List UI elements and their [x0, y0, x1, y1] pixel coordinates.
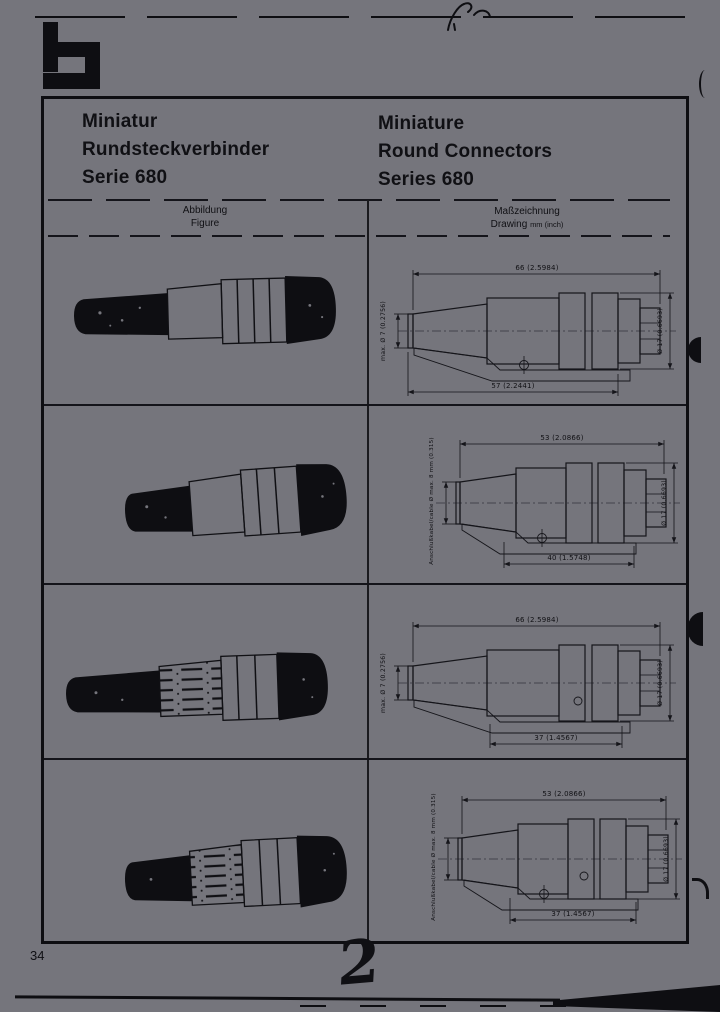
column-header-figure: Abbildung Figure	[42, 205, 368, 230]
dim-bottom: 57 (2.2441)	[491, 382, 534, 390]
title-english: Miniature Round Connectors Series 680	[378, 110, 552, 194]
knurled-ring	[240, 836, 302, 908]
title-en-line3: Series 680	[378, 169, 475, 190]
connector-photo-4	[124, 835, 347, 908]
dim-cable: Anschlußkabel/cable Ø max. 8 mm (0.315)	[428, 437, 435, 564]
row-separator-3	[44, 758, 686, 760]
knurl-section	[558, 644, 586, 722]
section-hatch	[463, 879, 639, 911]
binder-logo-icon	[43, 22, 100, 89]
dim-diameter: Ø 17 (0.6693)	[660, 480, 668, 526]
dim-bottom: 37 (1.4567)	[534, 734, 577, 742]
connector-body	[188, 473, 246, 537]
bottom-scan-blob	[553, 985, 720, 1012]
bottom-scan-line	[14, 995, 561, 1002]
connector-body	[166, 282, 224, 340]
drawing-col-en: Drawing	[490, 218, 528, 230]
technical-drawing-2: 53 (2.0866) Anschlußkabel/cable Ø max. 8…	[428, 434, 680, 568]
cable-boot	[66, 670, 161, 713]
dim-diameter: Ø 17 (0.6693)	[656, 660, 664, 706]
title-german: Miniatur Rundsteckverbinder Serie 680	[82, 108, 269, 192]
dim-diameter: Ø 17 (0.6693)	[662, 836, 670, 882]
figure-col-de: Abbildung	[182, 205, 228, 216]
dim-top: 66 (2.5984)	[515, 264, 558, 272]
page-frame	[41, 96, 689, 944]
title-de-line1: Miniatur	[82, 111, 158, 132]
dim-cable: max. Ø 7 (0.2756)	[379, 653, 387, 713]
binder-hole-shadow	[688, 612, 703, 646]
end-cap	[276, 652, 328, 721]
dim-top: 53 (2.0866)	[542, 790, 585, 798]
dim-cable: Anschlußkabel/cable Ø max. 8 mm (0.315)	[430, 793, 437, 920]
technical-drawing-1: 66 (2.5984) max. Ø 7 (0.2756) Ø 17 (0.66…	[379, 264, 676, 396]
knurled-ring	[239, 465, 302, 537]
dim-bottom: 37 (1.4567)	[551, 910, 594, 918]
handwriting-scribble-icon	[447, 2, 491, 31]
dim-bottom: 40 (1.5748)	[547, 554, 590, 562]
drawing-col-de: Maßzeichnung	[494, 206, 560, 217]
section-hatch	[413, 699, 631, 734]
connector-photo-3	[66, 652, 328, 721]
column-header-drawing: Maßzeichnung Drawing mm (inch)	[368, 206, 686, 231]
technical-drawing-3: 66 (2.5984) max. Ø 7 (0.2756) Ø 17 (0.66…	[379, 616, 676, 748]
title-de-line3: Serie 680	[82, 167, 168, 188]
binder-hole-shadow	[688, 337, 701, 363]
dim-cable: max. Ø 7 (0.2756)	[379, 301, 387, 361]
dim-top: 53 (2.0866)	[540, 434, 583, 442]
scan-mark	[699, 70, 711, 98]
page-number: 34	[30, 948, 45, 963]
title-en-line2: Round Connectors	[378, 141, 553, 162]
header-rule-top	[48, 199, 670, 201]
end-cap	[296, 835, 347, 908]
dim-top: 66 (2.5984)	[515, 616, 558, 624]
knurl-section	[558, 292, 586, 370]
figure-col-en: Figure	[190, 217, 220, 229]
header-rule-bottom	[48, 235, 670, 237]
end-cap	[296, 464, 347, 537]
cable-boot	[74, 293, 169, 336]
connector-photo-1	[74, 276, 336, 345]
drawing-col-en-wrap: Drawing mm (inch)	[368, 219, 686, 232]
cable-boot	[124, 855, 193, 902]
top-scan-line	[35, 16, 700, 18]
bottom-scan-dashes	[300, 1005, 720, 1007]
title-de-line2: Rundsteckverbinder	[82, 139, 270, 160]
connector-photo-2	[124, 464, 347, 537]
knurled-ring	[220, 653, 280, 721]
drawing-col-units: mm (inch)	[530, 219, 564, 229]
section-hatch	[461, 523, 637, 555]
cable-boot	[124, 485, 193, 532]
dim-diameter: Ø 17 (0.6693)	[656, 308, 664, 354]
row-separator-2	[44, 583, 686, 585]
section-hatch	[413, 347, 631, 382]
technical-drawing-4: 53 (2.0866) Anschlußkabel/cable Ø max. 8…	[430, 790, 682, 924]
handwritten-number: 2	[336, 925, 382, 1001]
title-en-line1: Miniature	[378, 113, 465, 134]
end-cap	[285, 276, 336, 344]
row-separator-1	[44, 404, 686, 406]
scan-mark	[692, 878, 709, 899]
column-divider	[367, 200, 369, 941]
